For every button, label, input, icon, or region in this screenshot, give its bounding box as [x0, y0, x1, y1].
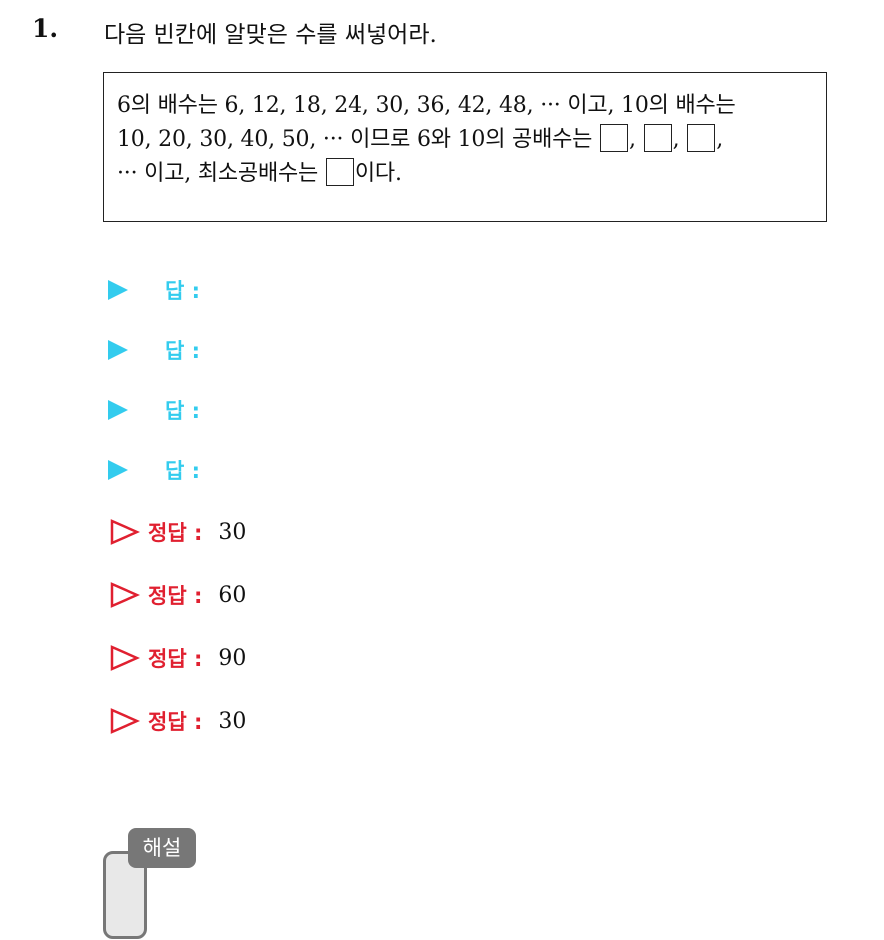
problem-line-2: 10, 20, 30, 40, 50, ··· 이므로 6와 10의 공배수는 …	[117, 123, 826, 157]
correct-row-3: 정답 : 90	[110, 641, 246, 675]
correct-value: 30	[218, 708, 247, 734]
correct-row-2: 정답 : 60	[110, 578, 246, 612]
blank-box-3[interactable]	[687, 124, 716, 152]
answer-label: 답 :	[165, 339, 201, 363]
correct-label: 정답 :	[148, 521, 203, 545]
play-triangle-icon	[108, 460, 128, 480]
correct-row-1: 정답 : 30	[110, 515, 246, 549]
problem-line-3-text: ··· 이고, 최소공배수는	[117, 161, 319, 186]
question-text: 다음 빈칸에 알맞은 수를 써넣어라.	[104, 22, 437, 48]
blank-box-2[interactable]	[643, 124, 672, 152]
blank-separator: ,	[672, 127, 680, 152]
problem-line-3-suffix: 이다.	[354, 161, 402, 186]
answer-label: 답 :	[165, 459, 201, 483]
question-number: 1.	[32, 14, 59, 43]
play-triangle-icon	[108, 340, 128, 360]
correct-value: 60	[218, 582, 247, 608]
correct-label: 정답 :	[148, 710, 203, 734]
answer-row-1[interactable]: 답 :	[108, 275, 200, 305]
outline-triangle-icon	[110, 519, 140, 545]
correct-label: 정답 :	[148, 584, 203, 608]
blank-separator: ,	[629, 127, 636, 152]
blank-box-4[interactable]	[325, 158, 354, 186]
outline-triangle-icon	[110, 582, 140, 608]
play-triangle-icon	[108, 400, 128, 420]
problem-box: 6의 배수는 6, 12, 18, 24, 30, 36, 42, 48, ··…	[103, 72, 827, 222]
solution-tab[interactable]: 해설	[128, 828, 196, 868]
answer-row-3[interactable]: 답 :	[108, 395, 200, 425]
answer-row-4[interactable]: 답 :	[108, 455, 200, 485]
answer-row-2[interactable]: 답 :	[108, 335, 200, 365]
outline-triangle-icon	[110, 645, 140, 671]
problem-line-3: ··· 이고, 최소공배수는 이다.	[117, 157, 826, 191]
answer-label: 답 :	[165, 279, 201, 303]
correct-value: 90	[218, 645, 247, 671]
correct-row-4: 정답 : 30	[110, 704, 246, 738]
correct-label: 정답 :	[148, 647, 203, 671]
outline-triangle-icon	[110, 708, 140, 734]
answer-label: 답 :	[165, 399, 201, 423]
blank-box-1[interactable]	[600, 124, 629, 152]
play-triangle-icon	[108, 280, 128, 300]
correct-value: 30	[218, 519, 247, 545]
problem-line-1: 6의 배수는 6, 12, 18, 24, 30, 36, 42, 48, ··…	[117, 93, 736, 118]
problem-line-2-text: 10, 20, 30, 40, 50, ··· 이므로 6와 10의 공배수는	[117, 127, 593, 152]
blank-separator: ,	[716, 127, 723, 152]
